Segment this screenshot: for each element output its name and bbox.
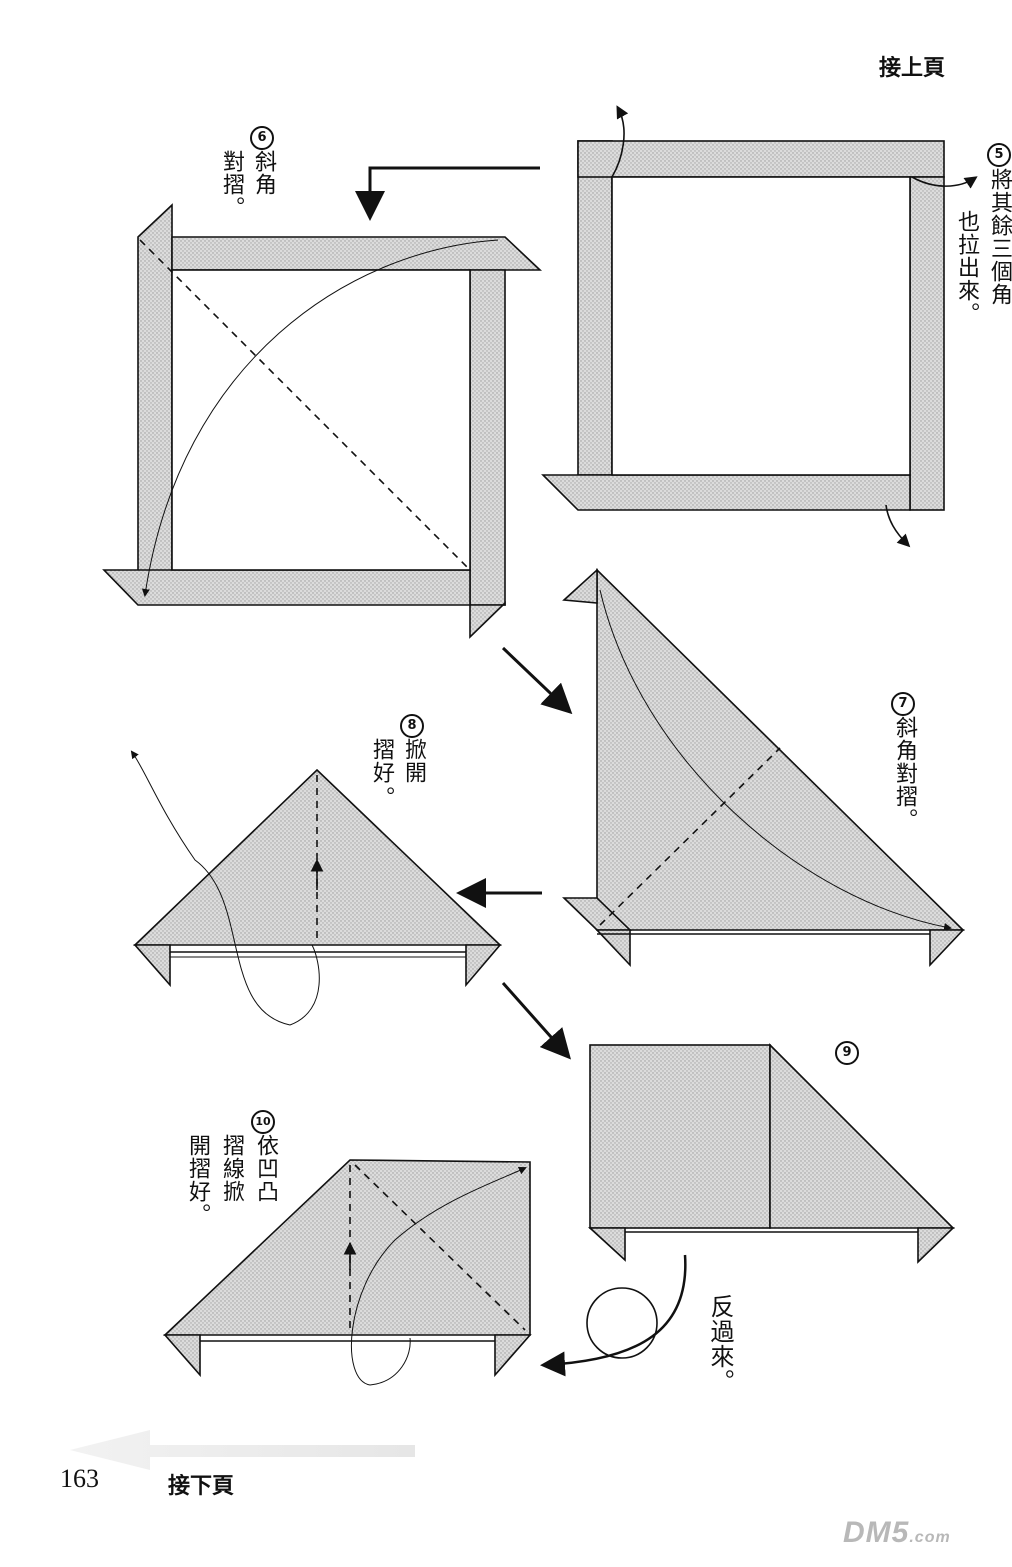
step-10-number: 10 [251,1110,275,1134]
flip-over-instruction: 反過來。 [706,1294,734,1394]
step-7-instruction: 斜角對摺。 [892,716,917,831]
step8-to-step9-arrow [501,982,571,1060]
step6-frame-figure [102,203,543,639]
step-10-instruction-col3: 開摺好。 [185,1134,210,1226]
continued-from-label: 接上頁 [879,56,946,81]
flip-over-symbol [540,1254,687,1377]
step-6-instruction-col2: 對摺 [219,150,244,196]
continued-to-label: 接下頁 [168,1474,235,1499]
step7-triangle-figure [562,568,965,968]
step-6-instruction-col3: 。 [219,196,244,219]
step-9-number: 9 [835,1041,859,1065]
step-8-number: 8 [400,714,424,738]
step-10-instruction-col1: 依凹凸 [253,1134,278,1203]
step10-triangle-figure [162,1159,532,1386]
step5-frame-figure [541,105,978,548]
step6-to-step7-arrow [501,646,573,715]
step-8-instruction-col3: 。 [369,786,394,809]
step-6-number: 6 [250,126,274,150]
step-8-instruction-col2: 摺好 [369,738,394,784]
step-5-number: 5 [987,143,1011,167]
watermark-suffix: .com [909,1529,951,1546]
step-7-number: 7 [891,692,915,716]
next-page-arrow [70,1430,415,1470]
step-6-instruction-col1: 斜角 [251,150,276,196]
step-8-instruction-col1: 掀開 [401,738,426,784]
watermark-logo: DM5.com [843,1516,951,1550]
step9-figure [587,1043,955,1264]
page-number: 163 [60,1464,99,1493]
step5-to-step6-arrow [355,166,540,221]
step-5-instruction-col1: 將其餘三個角 [987,168,1012,306]
step-5-instruction-col2: 也拉出來。 [954,210,979,325]
watermark-text: DM5 [843,1516,910,1549]
step-10-instruction-col2: 摺線掀 [219,1134,244,1203]
step8-triangle-figure [130,750,502,1026]
